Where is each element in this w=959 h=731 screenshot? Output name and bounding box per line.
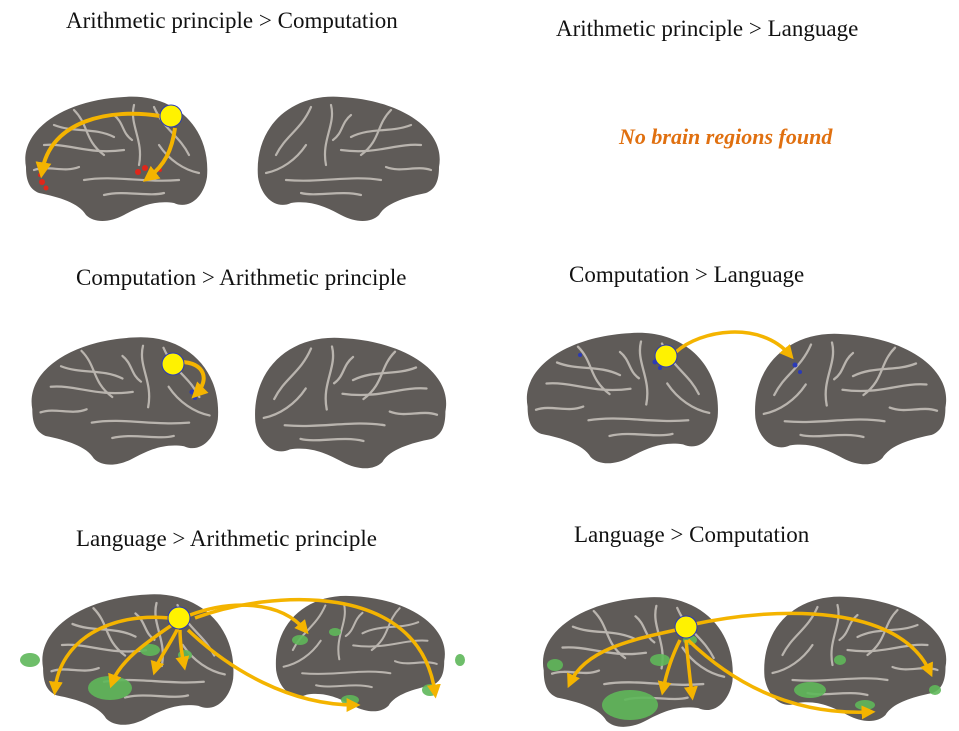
seed-region-marker [655,345,677,367]
seed-region-marker [168,607,190,629]
seed-region-marker [675,616,697,638]
brain-right-hemisphere [258,97,440,221]
brain-left-hemisphere [527,333,718,464]
seed-region-marker [162,353,184,375]
brain-left-hemisphere [32,337,219,464]
connection-arrow [676,332,790,355]
brain-right-hemisphere [755,334,946,465]
brain-right-hemisphere [255,338,446,469]
seed-region-marker [160,105,182,127]
brain-right-hemisphere [276,596,445,711]
